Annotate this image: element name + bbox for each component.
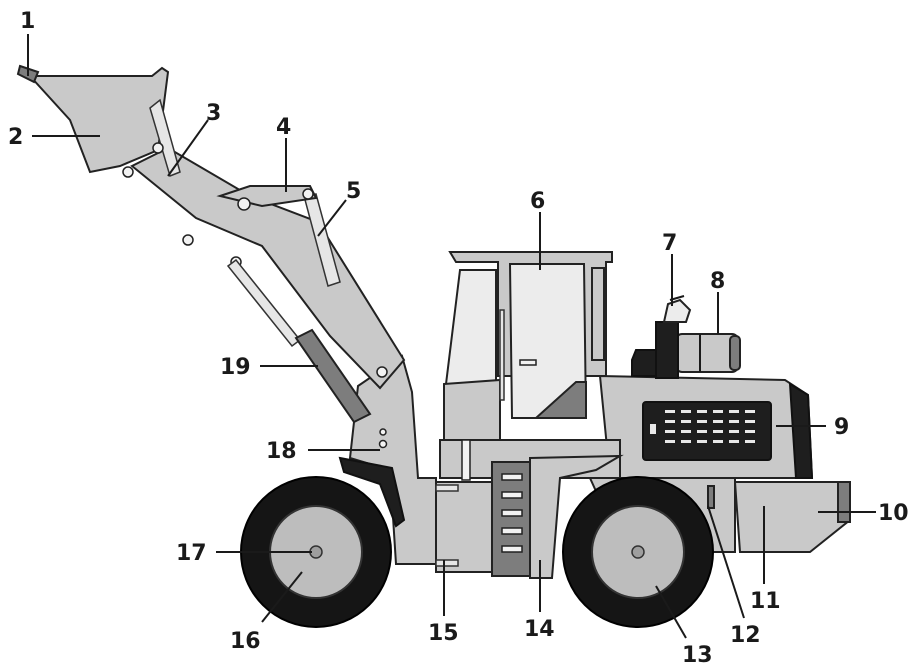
hydraulic-cylinders (226, 193, 372, 424)
callout-16: 16 (230, 629, 261, 654)
callout-19: 19 (220, 355, 251, 380)
air-filter (675, 333, 741, 373)
callout-9: 9 (834, 415, 849, 440)
radiator-grille (650, 410, 755, 443)
callout-11: 11 (750, 589, 781, 614)
callout-14: 14 (524, 617, 555, 642)
callout-13: 13 (682, 643, 713, 668)
articulation-steps (435, 439, 624, 579)
callout-3: 3 (206, 101, 221, 126)
callout-18: 18 (266, 439, 297, 464)
front-wheel (240, 476, 392, 628)
callout-4: 4 (276, 115, 291, 140)
callout-5: 5 (346, 179, 361, 204)
pin-18 (378, 439, 388, 449)
callout-7: 7 (662, 231, 677, 256)
engine-hood (598, 374, 814, 479)
callout-17: 17 (176, 541, 207, 566)
rear-wheel (562, 476, 714, 628)
callout-10: 10 (878, 501, 909, 526)
callout-1: 1 (20, 9, 35, 34)
rocker-arm (216, 185, 318, 211)
counterweight (733, 481, 852, 553)
callout-leaders (27, 34, 876, 639)
callout-12: 12 (730, 623, 761, 648)
callout-2: 2 (8, 125, 23, 150)
operator-cab (443, 251, 613, 445)
callout-6: 6 (530, 189, 545, 214)
loader-drawing (16, 64, 852, 628)
callout-numbers: 1 2 3 4 5 6 7 8 9 10 11 12 13 14 15 16 1… (8, 9, 909, 668)
bucket (16, 64, 181, 178)
boom-arm (130, 146, 406, 390)
exhaust-pipe (631, 295, 692, 379)
callout-15: 15 (428, 621, 459, 646)
callout-8: 8 (710, 269, 725, 294)
